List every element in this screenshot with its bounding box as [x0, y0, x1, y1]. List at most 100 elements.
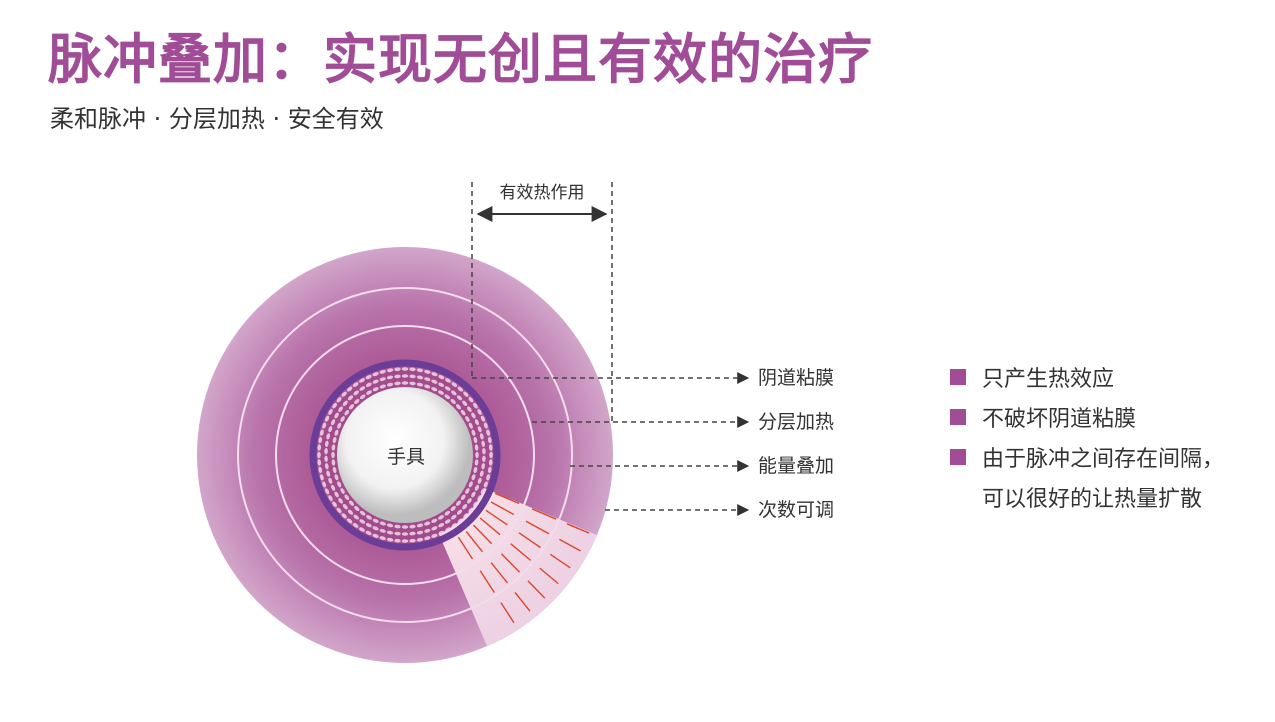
mucosa-dot [468, 396, 474, 403]
mucosa-dot [424, 521, 431, 526]
mucosa-dot [394, 531, 401, 536]
mucosa-dot [467, 406, 472, 413]
mucosa-dot [336, 396, 342, 403]
effective-heat-label: 有效热作用 [500, 183, 585, 203]
mucosa-dot [328, 477, 333, 484]
mucosa-dot [431, 533, 438, 538]
heat-ray [539, 567, 559, 585]
mucosa-dot [450, 505, 456, 512]
mucosa-dot [481, 440, 486, 447]
mucosa-dot [372, 372, 379, 377]
mucosa-dot [352, 382, 359, 387]
mucosa-dot [431, 379, 438, 384]
mucosa-dot [486, 474, 491, 481]
mucosa-dot [424, 528, 431, 533]
mucosa-dot [444, 510, 451, 516]
mucosa-dot [379, 521, 386, 526]
mucosa-dot [451, 382, 458, 387]
benefit-text: 不破坏阴道粘膜 [982, 407, 1137, 432]
mucosa-dot [480, 488, 486, 495]
mucosa-dot [465, 416, 470, 422]
mucosa-dot [319, 429, 324, 436]
mucosa-dot [332, 436, 337, 444]
mucosa-dot [460, 494, 466, 501]
mucosa-dot [468, 422, 473, 429]
mucosa-dot [409, 367, 416, 372]
mucosa-dot [354, 398, 360, 405]
heat-ray [500, 553, 521, 573]
mucosa-dot [379, 377, 386, 382]
mucosa-dot [372, 526, 379, 531]
mucosa-dot [401, 367, 409, 371]
mucosa-dot [379, 384, 386, 389]
callout-label-4: 次数可调 [758, 499, 834, 521]
mucosa-dot [334, 491, 339, 498]
mucosa-dot [455, 404, 462, 410]
mucosa-dot [366, 515, 372, 520]
mucosa-outline [309, 359, 501, 551]
mucosa-dot [340, 488, 345, 494]
mucosa-dot [322, 481, 327, 488]
mucosa-dot [341, 391, 347, 397]
benefit-list: 只产生热效应 不破坏阴道粘膜 由于脉冲之间存在间隔， 可以很好的让热量扩散 [950, 360, 1260, 520]
mucosa-dot [365, 374, 372, 380]
mucosa-dot [444, 394, 451, 400]
mucosa-dot [359, 394, 366, 400]
mucosa-dot [471, 429, 476, 436]
mucosa-dot [468, 507, 474, 514]
mucosa-dot [346, 518, 353, 524]
mucosa-dot [416, 537, 424, 542]
mucosa-dot [394, 538, 401, 543]
mucosa-dot [347, 509, 354, 515]
callout-label-3: 能量叠加 [758, 455, 834, 477]
heat-ray [514, 591, 531, 612]
bullet-square-icon [950, 449, 966, 465]
mucosa-dot [328, 495, 333, 501]
mucosa-dot [365, 523, 372, 528]
mucosa-dot [489, 451, 493, 459]
mucosa-dot [346, 386, 353, 392]
mucosa-dot [401, 539, 409, 543]
mucosa-dot [486, 429, 491, 436]
heat-ray [518, 532, 541, 549]
mucosa-dot [488, 459, 493, 466]
heat-ray [549, 553, 571, 569]
mucosa-dot [438, 382, 445, 387]
mucosa-dot [318, 466, 323, 474]
mucosa-dot [456, 509, 463, 515]
handpiece-label: 手具 [387, 446, 425, 468]
heat-rays [457, 492, 590, 624]
mucosa-dot [394, 381, 401, 386]
mucosa-dot [401, 525, 409, 529]
heat-ray [527, 580, 546, 599]
mucosa-dot [462, 504, 468, 510]
mucosa-dot [336, 507, 342, 514]
mucosa-dot [424, 384, 431, 389]
handpiece [337, 387, 473, 523]
mucosa-dot [359, 519, 366, 524]
mucosa-dot [331, 444, 336, 451]
mucosa-dot [438, 530, 445, 536]
mucosa-dot [460, 409, 466, 416]
mucosa-dot [438, 515, 444, 520]
mucosa-dot [348, 404, 355, 410]
mucosa-dot [416, 530, 424, 535]
mucosa-dot [482, 448, 486, 455]
mucosa-dot [372, 518, 379, 523]
mucosa-dot [379, 369, 386, 374]
mucosa-dot [386, 375, 394, 380]
mucosa-dot [337, 422, 342, 429]
mucosa-dot [471, 491, 476, 498]
benefit-item: 只产生热效应 [950, 360, 1260, 400]
mucosa-dot [463, 513, 469, 519]
mucosa-dot [334, 474, 339, 481]
mucosa-dot [471, 412, 476, 419]
mucosa-dot [401, 381, 409, 385]
heat-ray [559, 538, 581, 552]
mucosa-dot [326, 433, 331, 440]
mucosa-dot [332, 501, 337, 508]
heat-ray [485, 509, 508, 526]
mucosa-dot [328, 409, 333, 415]
mucosa-dot [359, 527, 365, 532]
mucosa-dot [359, 378, 365, 383]
